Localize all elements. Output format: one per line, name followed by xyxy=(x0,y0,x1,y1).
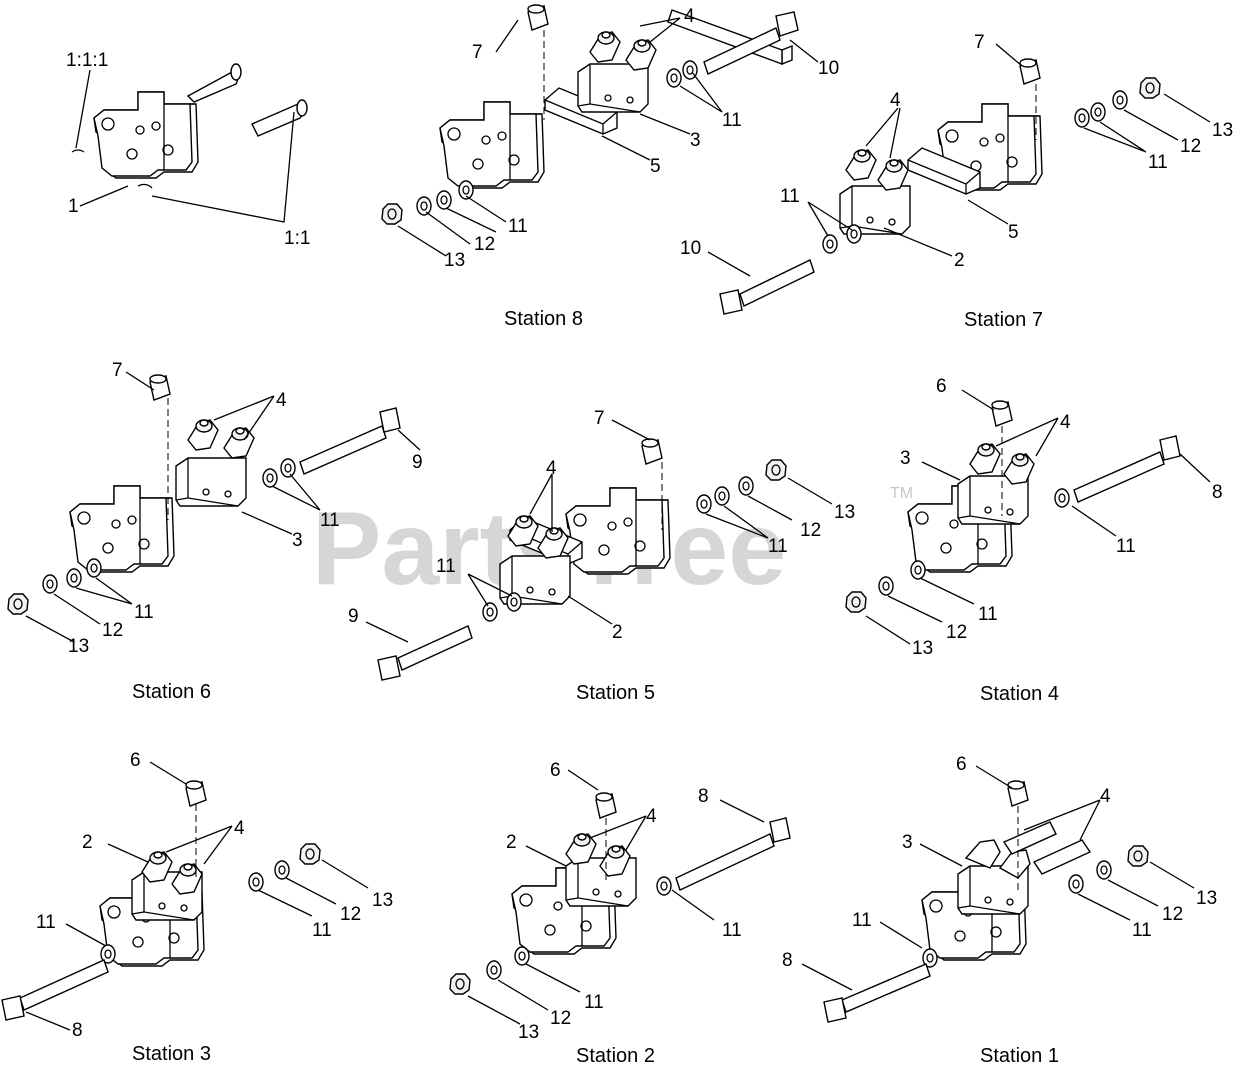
callout-label: 5 xyxy=(1008,222,1019,243)
callout-label: 4 xyxy=(684,6,695,27)
station-7-assembly: 7 4 13 12 11 11 5 10 2 xyxy=(680,32,1233,315)
callout-label: 3 xyxy=(690,130,701,151)
station-3-assembly: 6 4 2 13 12 11 11 8 xyxy=(1,750,393,1041)
callout-label: 6 xyxy=(130,750,141,771)
callout-label: 11 xyxy=(780,186,800,207)
callout-label: 13 xyxy=(1212,120,1233,141)
callout-label: 11 xyxy=(768,536,788,557)
station-4-caption: Station 4 xyxy=(980,683,1059,705)
callout-label: 1:1 xyxy=(284,228,310,249)
station-5-assembly: 7 4 13 12 11 11 9 2 xyxy=(348,408,855,681)
callout-label: 10 xyxy=(680,238,701,259)
callout-label: 11 xyxy=(978,604,998,625)
callout-label: 7 xyxy=(472,42,483,63)
callout-label: 1 xyxy=(68,196,79,217)
callout-label: 11 xyxy=(852,910,872,931)
callout-label: 11 xyxy=(1116,536,1136,557)
callout-label: 13 xyxy=(372,890,393,911)
callout-label: 2 xyxy=(506,832,517,853)
callout-label: 8 xyxy=(698,786,709,807)
callout-label: 10 xyxy=(818,58,839,79)
callout-label: 2 xyxy=(82,832,93,853)
callout-label: 2 xyxy=(954,250,965,271)
station-6-caption: Station 6 xyxy=(132,681,211,703)
station-7-caption: Station 7 xyxy=(964,309,1043,331)
callout-label: 4 xyxy=(234,818,245,839)
station-3-caption: Station 3 xyxy=(132,1043,211,1065)
callout-label: 12 xyxy=(1180,136,1201,157)
callout-label: 11 xyxy=(722,920,742,941)
callout-label: 11 xyxy=(584,992,604,1013)
callout-label: 13 xyxy=(834,502,855,523)
callout-label: 13 xyxy=(912,638,933,659)
callout-label: 12 xyxy=(550,1008,571,1029)
callout-label: 12 xyxy=(800,520,821,541)
callout-label: 12 xyxy=(474,234,495,255)
callout-label: 11 xyxy=(312,920,332,941)
callout-label: 4 xyxy=(546,458,557,479)
callout-label: 9 xyxy=(348,606,359,627)
callout-label: 4 xyxy=(1100,786,1111,807)
callout-label: 6 xyxy=(956,754,967,775)
callout-label: 11 xyxy=(36,912,56,933)
callout-label: 9 xyxy=(412,452,423,473)
callout-label: 3 xyxy=(900,448,911,469)
callout-label: 8 xyxy=(72,1020,83,1041)
callout-label: 4 xyxy=(646,806,657,827)
callout-label: 13 xyxy=(518,1022,539,1043)
callout-label: 12 xyxy=(946,622,967,643)
station-1-assembly: 6 4 3 13 12 11 11 8 xyxy=(782,754,1217,1023)
callout-label: 8 xyxy=(782,950,793,971)
callout-label: 4 xyxy=(1060,412,1071,433)
callout-label: 6 xyxy=(550,760,561,781)
station-2-caption: Station 2 xyxy=(576,1045,655,1067)
callout-label: 11 xyxy=(134,602,154,623)
callout-label: 13 xyxy=(444,250,465,271)
callout-label: 7 xyxy=(974,32,985,53)
callout-label: 12 xyxy=(1162,904,1183,925)
callout-label: 11 xyxy=(1148,152,1168,173)
callout-label: 6 xyxy=(936,376,947,397)
station-2-assembly: 6 4 8 2 11 11 12 13 xyxy=(449,760,791,1043)
callout-label: 12 xyxy=(340,904,361,925)
plate-assembly-example: 1:1:1 1 1:1 xyxy=(66,50,310,249)
callout-label: 8 xyxy=(1212,482,1223,503)
station-4-assembly: 6 4 3 8 11 11 12 13 xyxy=(845,376,1223,659)
callout-label: 4 xyxy=(276,390,287,411)
watermark-trademark: TM xyxy=(890,485,913,502)
callout-label: 5 xyxy=(650,156,661,177)
callout-label: 13 xyxy=(68,636,89,657)
callout-label: 11 xyxy=(436,556,456,577)
callout-label: 13 xyxy=(1196,888,1217,909)
callout-label: 11 xyxy=(320,510,340,531)
callout-label: 3 xyxy=(292,530,303,551)
station-6-assembly: 7 4 9 11 3 11 12 13 xyxy=(7,360,423,657)
callout-label: 12 xyxy=(102,620,123,641)
callout-label: 11 xyxy=(722,110,742,131)
callout-label: 11 xyxy=(1132,920,1152,941)
station-5-caption: Station 5 xyxy=(576,682,655,704)
station-1-caption: Station 1 xyxy=(980,1045,1059,1067)
callout-label: 7 xyxy=(594,408,605,429)
station-8-assembly: 7 4 10 11 3 5 11 12 13 xyxy=(381,4,839,271)
callout-label: 3 xyxy=(902,832,913,853)
callout-label: 7 xyxy=(112,360,123,381)
callout-label: 1:1:1 xyxy=(66,50,108,71)
callout-label: 11 xyxy=(508,216,528,237)
station-8-caption: Station 8 xyxy=(504,308,583,330)
callout-label: 4 xyxy=(890,90,901,111)
callout-label: 2 xyxy=(612,622,623,643)
